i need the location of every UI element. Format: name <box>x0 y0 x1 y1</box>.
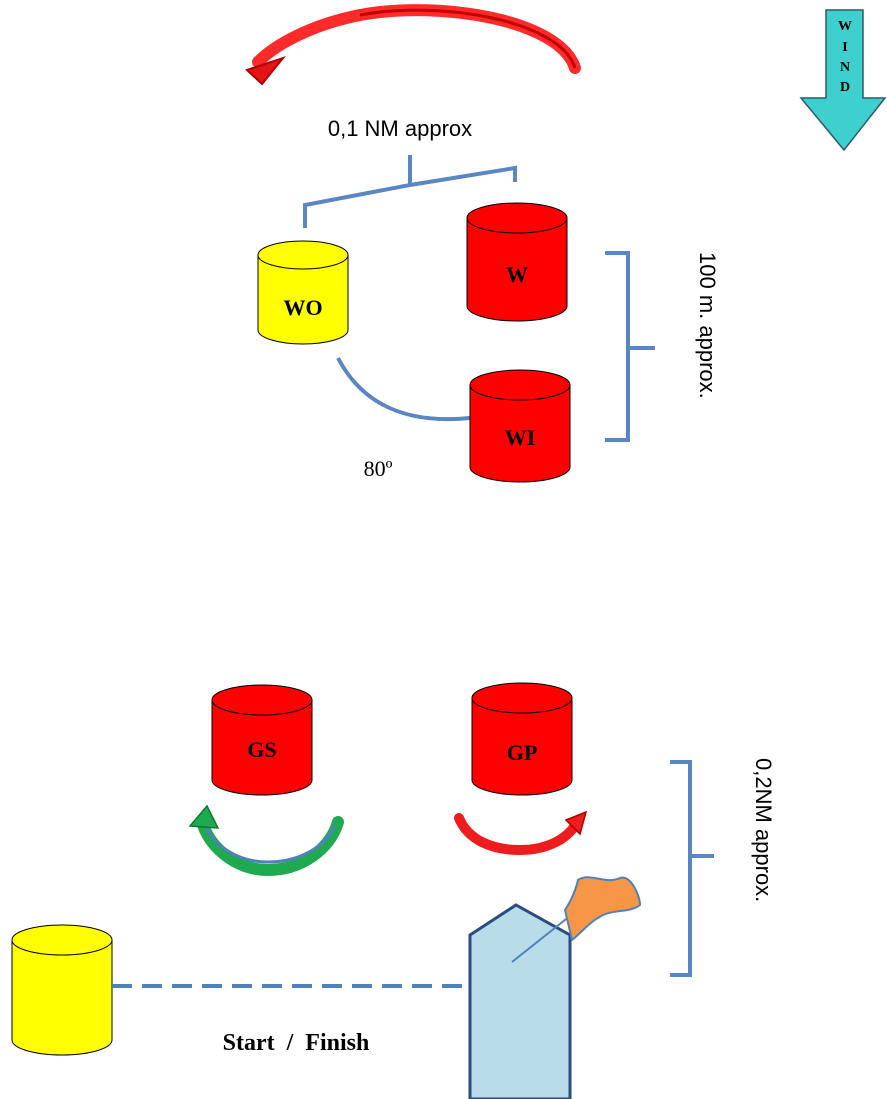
angle-arc <box>336 357 471 422</box>
top-rounding-arrow-icon <box>245 4 581 86</box>
mark-wi-label: WI <box>505 425 536 450</box>
mark-gs: GS <box>211 684 313 796</box>
mark-w: W <box>466 202 568 322</box>
angle-label: 80º <box>364 456 393 481</box>
distance-label-right-top: 100 m. approx. <box>695 252 720 399</box>
mark-wo: WO <box>257 240 349 345</box>
mark-gs-label: GS <box>247 737 276 762</box>
mark-w-label: W <box>506 262 528 287</box>
start-finish-label: Start / Finish <box>223 1030 370 1056</box>
mark-wi: WI <box>469 369 571 483</box>
right-bracket-bottom <box>670 760 714 977</box>
wind-arrow-icon: W I N D <box>799 9 887 152</box>
wind-letter-n: N <box>840 60 850 75</box>
distance-label-top: 0,1 NM approx <box>328 116 472 141</box>
right-bracket-top <box>605 251 655 442</box>
committee-flag-icon <box>511 876 642 963</box>
gs-rounding-arrow-icon <box>188 804 344 877</box>
distance-label-right-bottom: 0,2NM approx. <box>751 758 776 902</box>
mark-gp-label: GP <box>507 740 538 765</box>
top-bracket <box>303 155 517 228</box>
gp-rounding-arrow-icon <box>454 810 588 856</box>
start-pin-mark <box>11 924 113 1056</box>
mark-wo-label: WO <box>283 295 322 320</box>
committee-boat <box>468 903 572 1099</box>
wind-letter-w: W <box>838 19 852 34</box>
wind-letter-i: I <box>842 40 847 55</box>
wind-letter-d: D <box>840 80 850 95</box>
mark-gp: GP <box>471 682 573 796</box>
